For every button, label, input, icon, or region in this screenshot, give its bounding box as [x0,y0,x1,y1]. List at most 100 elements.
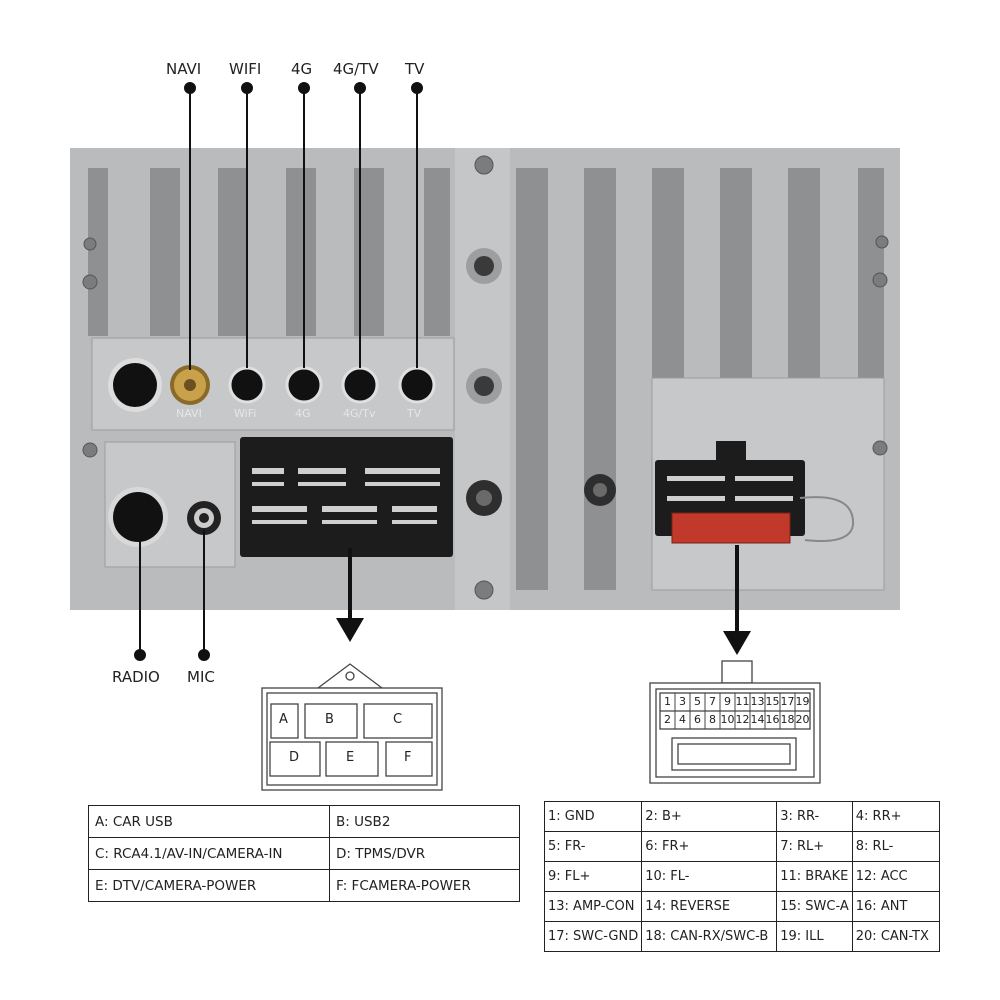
multi-connector-pins [252,468,440,524]
antenna-leader-lines [184,82,423,370]
pin-number: 4 [679,713,686,726]
arrow-to-af-diagram [336,548,364,642]
label-radio: RADIO [112,668,160,686]
legend-cell: 6: FR+ [641,831,778,862]
slot-a-letter: A [279,712,288,727]
iso-harness-latch [716,441,746,463]
legend-cell: F: FCAMERA-POWER [329,869,520,902]
af-legend-table: A: CAR USB B: USB2 C: RCA4.1/AV-IN/CAMER… [88,805,520,902]
slot-e-box [325,741,379,777]
pin-number: 8 [709,713,716,726]
slot-c-letter: C [393,712,403,727]
legend-cell: 4: RR+ [851,801,941,832]
left-vent-slots [88,168,450,336]
slot-f-box [385,741,433,777]
table-row: 17: SWC-GND 18: CAN-RX/SWC-B 19: ILL 20:… [543,921,941,952]
pin-number: 15 [765,695,780,708]
fuse [671,512,791,544]
pin-number: 1 [664,695,671,708]
label-mic: MIC [187,668,215,686]
arrow-to-pin-diagram [723,545,751,655]
radio-port [108,487,168,547]
legend-cell: B: USB2 [329,805,520,838]
pin-legend-table: 1: GND 2: B+ 3: RR- 4: RR+ 5: FR- 6: FR+… [543,801,941,952]
legend-cell: 12: ACC [851,861,941,892]
legend-cell: E: DTV/CAMERA-POWER [88,869,330,902]
slot-d-letter: D [289,750,300,765]
table-row: E: DTV/CAMERA-POWER F: FCAMERA-POWER [88,869,520,902]
pin-number: 17 [780,695,795,708]
pin-number: 11 [735,695,750,708]
slot-c-box [363,703,433,739]
table-row: A: CAR USB B: USB2 [88,805,520,838]
engraving-tv: TV [407,407,422,420]
legend-cell: 19: ILL [776,921,853,952]
legend-cell: 11: BRAKE [776,861,853,892]
legend-cell: 8: RL- [851,831,941,862]
table-row: 13: AMP-CON 14: REVERSE 15: SWC-A 16: AN… [543,891,941,922]
engraving-navi: NAVI [176,407,202,420]
pin-number: 18 [780,713,795,726]
mic-port [187,501,221,535]
label-navi: NAVI [166,60,202,78]
table-row: C: RCA4.1/AV-IN/CAMERA-IN D: TPMS/DVR [88,837,520,870]
pin-number: 16 [765,713,780,726]
pin-row-top: 1 3 5 7 9 11 13 15 17 19 [660,695,810,708]
table-row: 5: FR- 6: FR+ 7: RL+ 8: RL- [543,831,941,862]
multi-connector-block [240,437,453,557]
slot-b-box [304,703,358,739]
engraving-4g: 4G [295,407,311,420]
pin-number: 19 [795,695,810,708]
table-row: 1: GND 2: B+ 3: RR- 4: RR+ [543,801,941,832]
pin-number: 12 [735,713,750,726]
legend-cell: D: TPMS/DVR [329,837,520,870]
slot-d-box [269,741,321,777]
legend-cell: 7: RL+ [776,831,853,862]
pin-number: 5 [694,695,701,708]
slot-b-letter: B [325,712,334,727]
iso-harness-pins [667,476,793,501]
legend-cell: 10: FL- [641,861,778,892]
navi-gold-port [170,365,210,405]
label-4g: 4G [291,60,313,78]
legend-cell: 9: FL+ [543,861,643,892]
center-posts [466,248,616,516]
pin-number: 7 [709,695,716,708]
legend-cell: 15: SWC-A [776,891,853,922]
pin-grid-dividers [674,693,796,729]
radio-mic-leader-lines [134,530,210,661]
legend-cell: 13: AMP-CON [543,891,643,922]
right-vent-slots [516,168,884,590]
legend-cell: 20: CAN-TX [851,921,941,952]
pin-number: 20 [795,713,810,726]
pin-number: 13 [750,695,765,708]
legend-cell: 16: ANT [851,891,941,922]
legend-cell: 18: CAN-RX/SWC-B [641,921,778,952]
table-row: 9: FL+ 10: FL- 11: BRAKE 12: ACC [543,861,941,892]
legend-cell: 5: FR- [543,831,643,862]
label-4g-tv: 4G/TV [333,60,379,78]
legend-cell: A: CAR USB [88,805,330,838]
legend-cell: 14: REVERSE [641,891,778,922]
label-tv: TV [405,60,425,78]
engraving-4g-tv: 4G/Tv [343,407,376,420]
legend-cell: C: RCA4.1/AV-IN/CAMERA-IN [88,837,330,870]
pin-number: 3 [679,695,686,708]
pin-number: 10 [720,713,735,726]
slot-f-letter: F [404,750,412,765]
pin-number: 14 [750,713,765,726]
af-connector-diagram [261,663,443,791]
pin-row-bottom: 2 4 6 8 10 12 14 16 18 20 [660,713,810,726]
large-port [108,358,162,412]
legend-cell: 2: B+ [641,801,778,832]
chassis-screws [82,155,889,600]
legend-cell: 17: SWC-GND [543,921,643,952]
slot-a-box [270,703,299,739]
pin-number: 2 [664,713,671,726]
legend-cell: 1: GND [543,801,643,832]
label-wifi: WIFI [229,60,262,78]
harness-wire-loop [799,496,855,542]
legend-cell: 3: RR- [776,801,853,832]
pin-number: 9 [724,695,731,708]
